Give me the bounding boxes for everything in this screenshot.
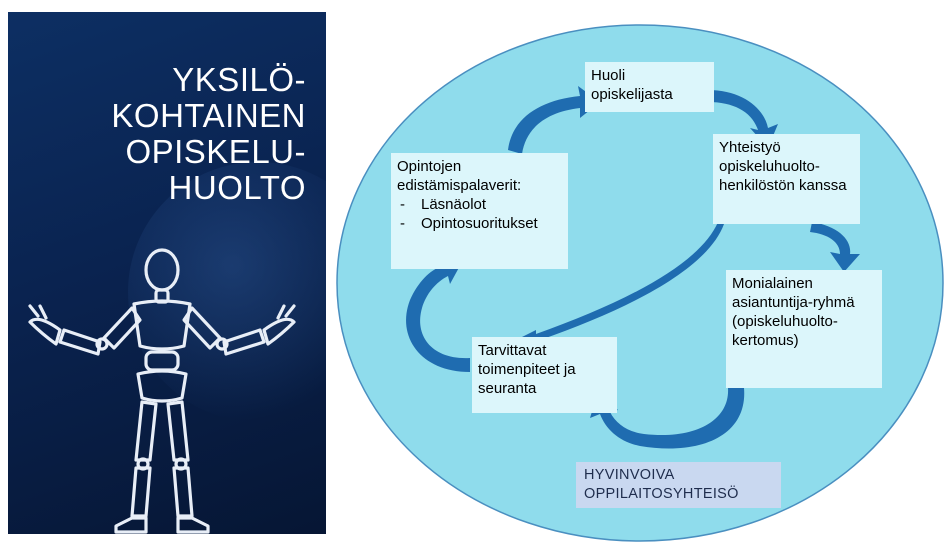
list-item: Läsnäolot	[397, 195, 562, 214]
step-opintojen-list: Läsnäolot Opintosuoritukset	[397, 195, 562, 233]
step-opintojen: Opintojen edistämispalaverit: Läsnäolot …	[391, 153, 568, 269]
step-tarvittavat: Tarvittavat toimenpiteet ja seuranta	[472, 337, 617, 413]
title-line-4: HUOLTO	[168, 169, 306, 206]
step-opintojen-title: Opintojen edistämispalaverit:	[397, 158, 522, 194]
title-panel: YKSILÖ- KOHTAINEN OPISKELU- HUOLTO	[8, 12, 326, 534]
arrow-huoli-to-yhteistyo-icon	[708, 90, 778, 148]
arrow-opintojen-to-huoli-icon	[508, 86, 600, 154]
community-label: HYVINVOIVA OPPILAITOSYHTEISÖ	[584, 467, 739, 502]
arrow-yhteistyo-to-monialainen-icon	[810, 222, 860, 272]
title-line-1: YKSILÖ-	[172, 61, 306, 98]
step-huoli-label: Huoli opiskelijasta	[591, 67, 673, 103]
title-line-3: OPISKELU-	[125, 133, 306, 170]
step-huoli: Huoli opiskelijasta	[585, 62, 714, 112]
list-item: Opintosuoritukset	[397, 214, 562, 233]
arrow-monialainen-to-tarvittavat-icon	[590, 388, 745, 449]
title-line-2: KOHTAINEN	[111, 97, 306, 134]
step-yhteistyo-label: Yhteistyö opiskeluhuolto-henkilöstön kan…	[719, 139, 847, 194]
step-tarvittavat-label: Tarvittavat toimenpiteet ja seuranta	[478, 342, 576, 397]
step-monialainen-label: Monialainen asiantuntija-ryhmä (opiskelu…	[732, 275, 855, 349]
wooden-mannequin-shrugging-icon	[28, 248, 296, 534]
arrow-tarvittavat-to-opintojen-icon	[406, 256, 470, 372]
step-monialainen: Monialainen asiantuntija-ryhmä (opiskelu…	[726, 270, 882, 388]
community-label-box: HYVINVOIVA OPPILAITOSYHTEISÖ	[576, 462, 781, 508]
step-yhteistyo: Yhteistyö opiskeluhuolto-henkilöstön kan…	[713, 134, 860, 224]
background-glow	[128, 162, 326, 422]
